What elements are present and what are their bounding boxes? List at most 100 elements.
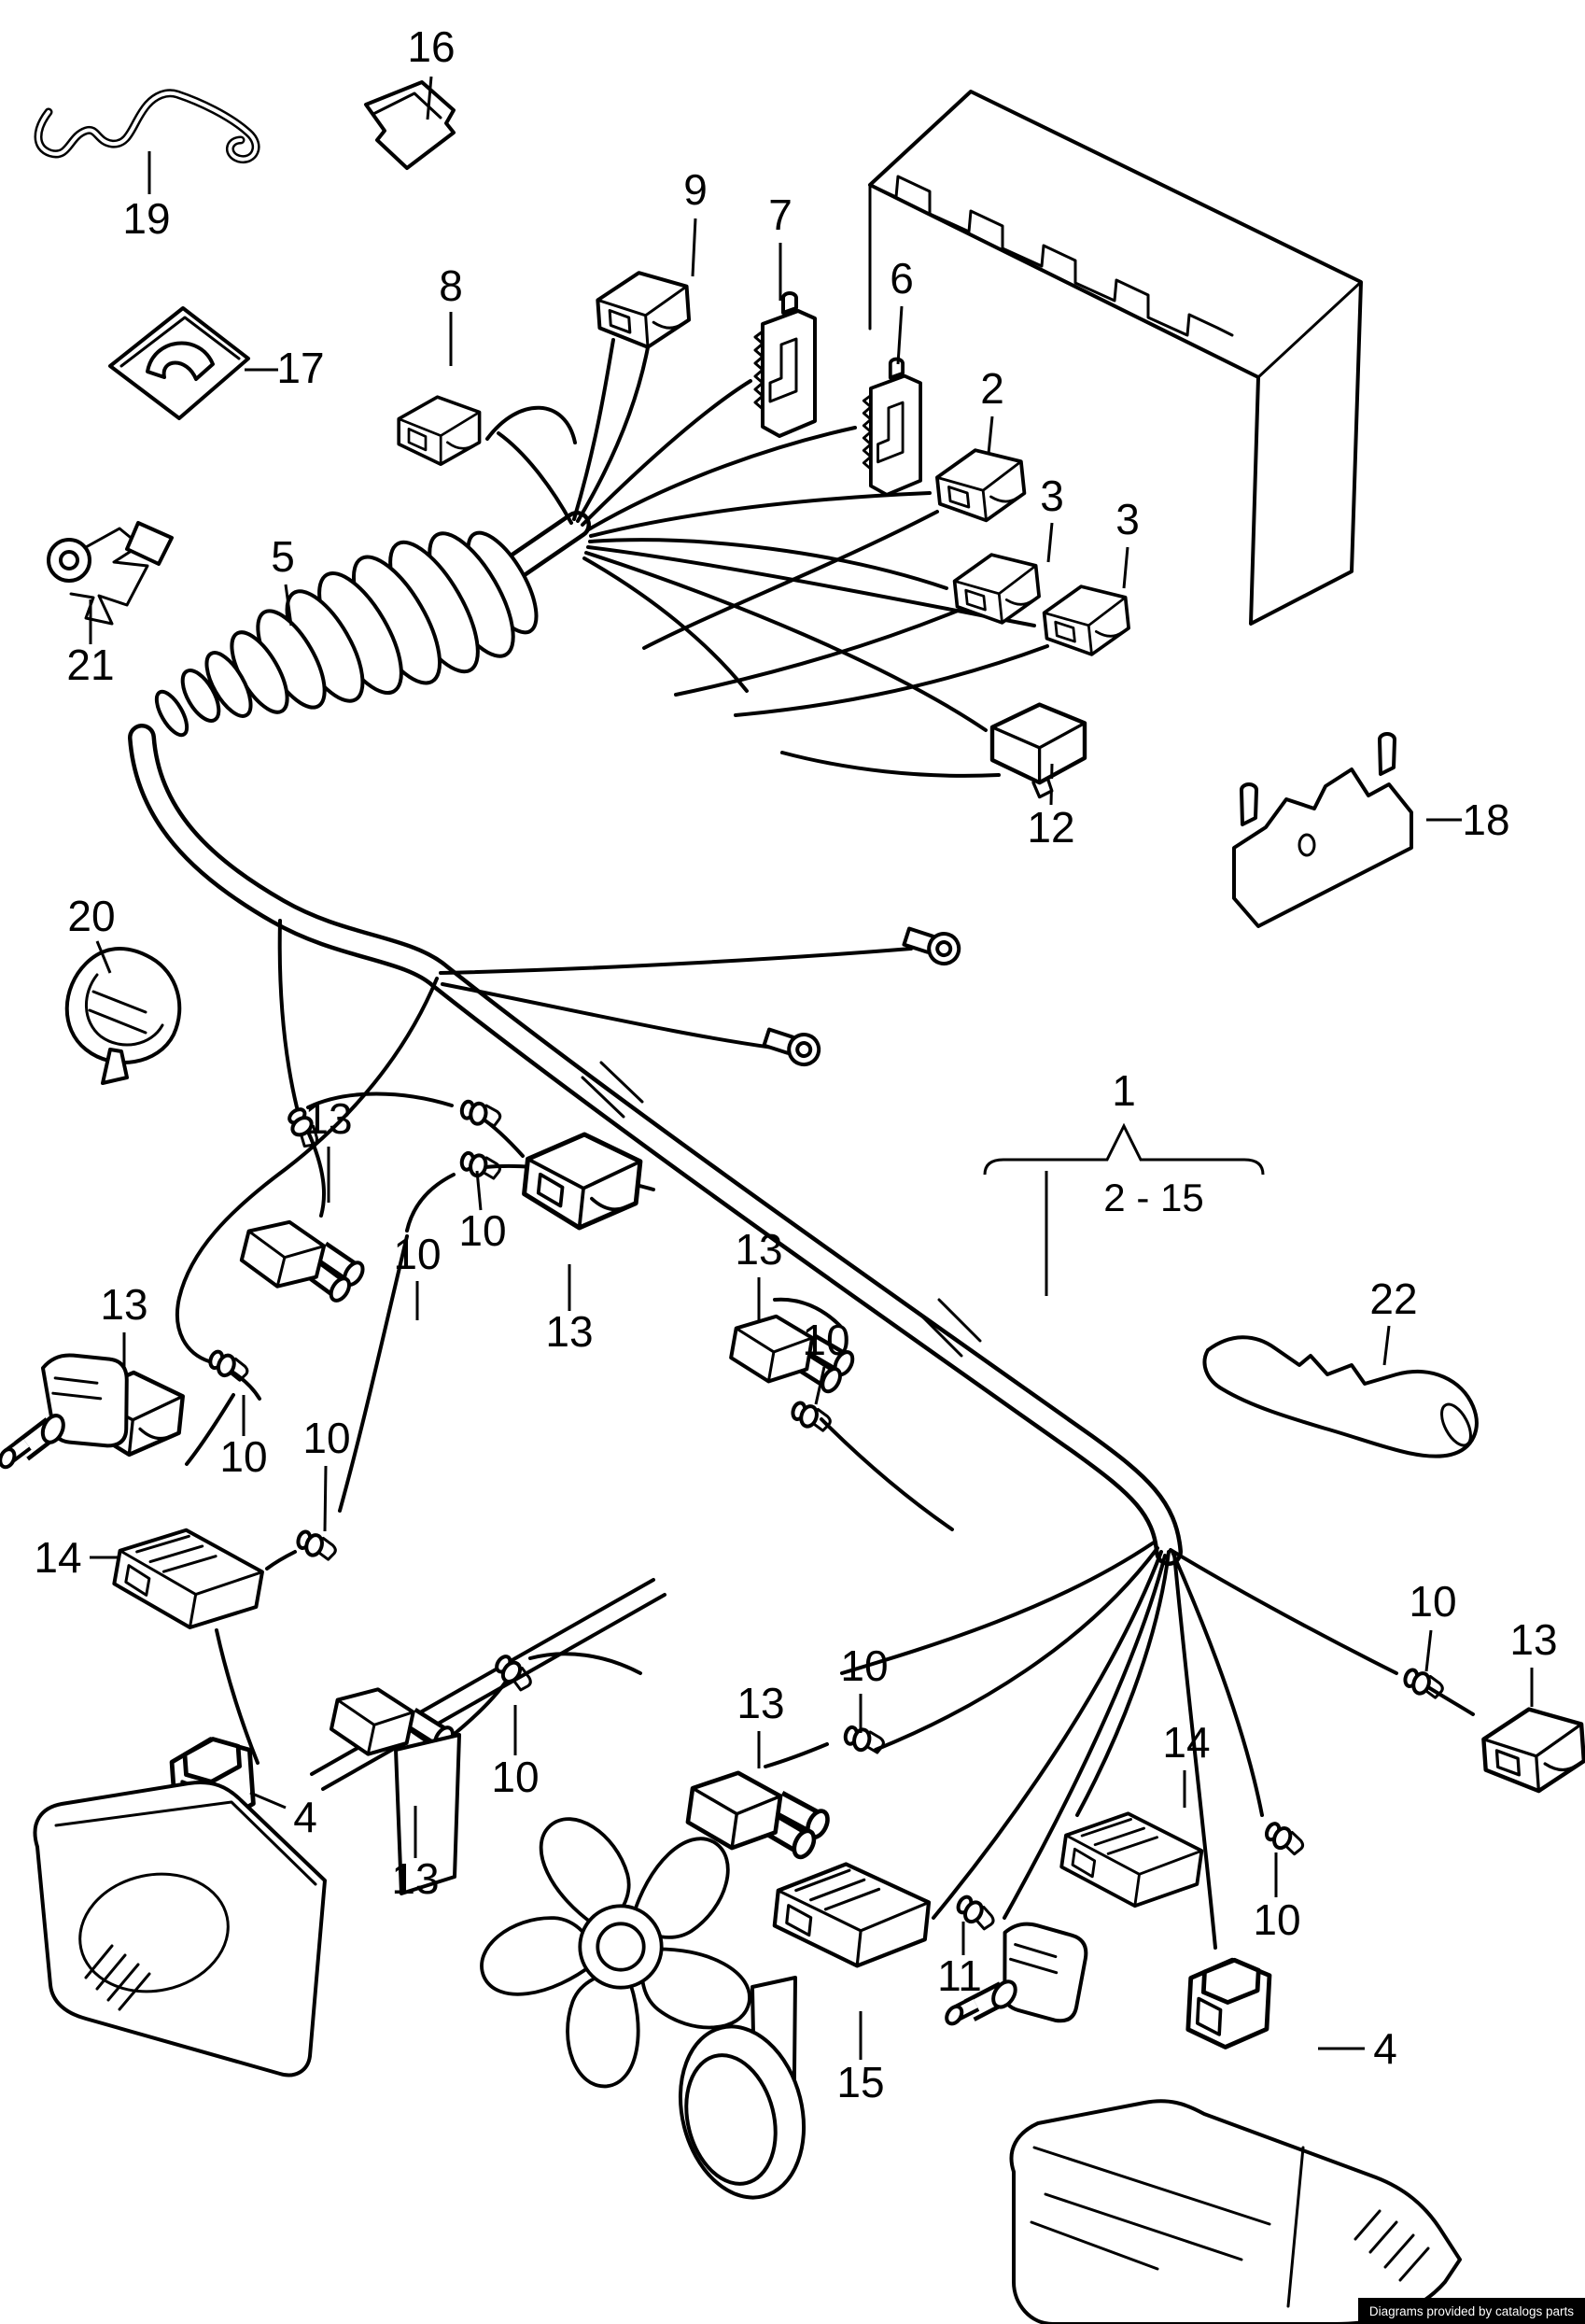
part-callout-3: 3 (1115, 495, 1140, 543)
connector-3a (950, 548, 1044, 629)
callout-leader-5 (284, 584, 293, 627)
part-21-clamp (47, 521, 174, 626)
callout-leader-10 (323, 1465, 328, 1532)
callout-leader-3 (1046, 522, 1054, 563)
callout-leader-10 (1424, 1629, 1433, 1672)
part-16-retainer (364, 80, 456, 170)
bullet-connector (1260, 1819, 1309, 1859)
part-callout-20: 20 (67, 892, 115, 940)
part-5-grommet-boot (154, 530, 539, 738)
part-callout-4: 4 (293, 1793, 317, 1841)
part-callout-6: 6 (890, 254, 914, 303)
part-callout-3: 3 (1040, 472, 1064, 520)
callout-leader-16 (426, 76, 433, 120)
part-callout-10: 10 (840, 1641, 888, 1690)
part-callout-8: 8 (439, 261, 463, 310)
bullet-connector (204, 1347, 253, 1385)
callout-leader-9 (691, 218, 697, 277)
bullet-connector (457, 1098, 504, 1130)
headlight-right (1009, 2099, 1462, 2324)
part-callout-15: 15 (836, 2058, 884, 2106)
callout-leader-10 (475, 1170, 483, 1211)
connector-6 (862, 357, 922, 497)
battery-box (868, 90, 1363, 626)
bullet-connector (293, 1528, 341, 1564)
part-callout-10: 10 (491, 1753, 539, 1801)
connector-8 (397, 395, 482, 467)
watermark-bar: Diagrams provided by catalogs parts (1357, 2298, 1585, 2324)
connector-3b (1040, 580, 1133, 661)
ring-terminal (900, 920, 965, 970)
connector-13-bulbholder-a (237, 1213, 372, 1308)
connector-14-a (106, 1517, 270, 1641)
part-callout-13: 13 (391, 1854, 439, 1903)
callout-leader-3 (1122, 546, 1129, 589)
ring-terminal (760, 1021, 825, 1071)
connector-9 (594, 267, 693, 353)
part-callout-19: 19 (122, 194, 170, 243)
harness-trunk (128, 511, 1183, 1566)
part-18-bracket (1232, 732, 1413, 928)
part-callout-1: 1 (1112, 1066, 1136, 1115)
connector-13-headlamp-g (1481, 1706, 1585, 1795)
callout-leader-10 (814, 1366, 826, 1405)
connector-2 (933, 444, 1029, 528)
part-17-cable-clip (108, 306, 250, 420)
part-callout-13: 13 (100, 1280, 147, 1329)
connector-7 (753, 291, 817, 438)
part-callout-13: 13 (735, 1225, 782, 1274)
watermark-text: Diagrams provided by catalogs parts (1368, 2303, 1574, 2318)
bracket-range-label: 2 - 15 (1103, 1176, 1203, 1219)
connector-15 (771, 1857, 932, 1972)
part-22-conduit (1202, 1335, 1479, 1458)
harness-wires (175, 338, 1475, 1950)
part-callout-11: 11 (937, 1951, 982, 2000)
horn (678, 1976, 807, 2200)
part-callout-10: 10 (302, 1414, 350, 1462)
part-callout-10: 10 (1253, 1895, 1300, 1944)
part-callout-10: 10 (219, 1432, 267, 1481)
part-callout-10: 10 (393, 1230, 441, 1278)
part-callout-2: 2 (980, 364, 1004, 413)
connector-13-headlamp-b (521, 1129, 642, 1233)
callout-leader-2 (987, 416, 994, 455)
connector-4-b (1187, 1958, 1270, 2049)
part-20-strap-clip (64, 947, 182, 1085)
part-callout-9: 9 (683, 165, 708, 214)
sleeve-wrap-marks (581, 1061, 982, 1358)
bracket-brace (983, 1122, 1265, 1176)
part-callout-13: 13 (736, 1679, 784, 1727)
leveling-motor-left (0, 1349, 135, 1471)
part-callout-14: 14 (34, 1533, 81, 1582)
part-callout-12: 12 (1027, 803, 1074, 852)
part-callout-10: 10 (458, 1206, 506, 1255)
part-19-wire-clip (34, 89, 260, 164)
part-callout-22: 22 (1369, 1275, 1417, 1323)
bullet-connector (951, 1893, 1000, 1935)
radiator-fan (469, 1810, 759, 2100)
headlight-left (33, 1733, 461, 2078)
ring-terminals (760, 920, 965, 1071)
part-callout-13: 13 (545, 1307, 593, 1356)
callout-leader-4 (249, 1791, 287, 1810)
part-callout-21: 21 (66, 641, 114, 689)
group-bracket: 1 2 - 15 (983, 1066, 1265, 1296)
connector-12 (992, 705, 1085, 797)
part-callout-18: 18 (1462, 796, 1509, 844)
part-callout-14: 14 (1162, 1718, 1210, 1767)
part-callout-13: 13 (304, 1094, 352, 1143)
callout-leader-6 (896, 305, 904, 365)
part-callout-10: 10 (802, 1316, 849, 1364)
part-callout-4: 4 (1373, 2024, 1397, 2073)
part-callout-16: 16 (407, 22, 455, 71)
bullet-connector (788, 1399, 835, 1435)
connector-14-b (1056, 1803, 1208, 1916)
bullet-connector (1400, 1666, 1448, 1702)
part-callout-13: 13 (1509, 1615, 1557, 1664)
bullet-connector (841, 1724, 888, 1756)
part-callout-10: 10 (1409, 1577, 1456, 1626)
part-callout-5: 5 (271, 532, 295, 581)
